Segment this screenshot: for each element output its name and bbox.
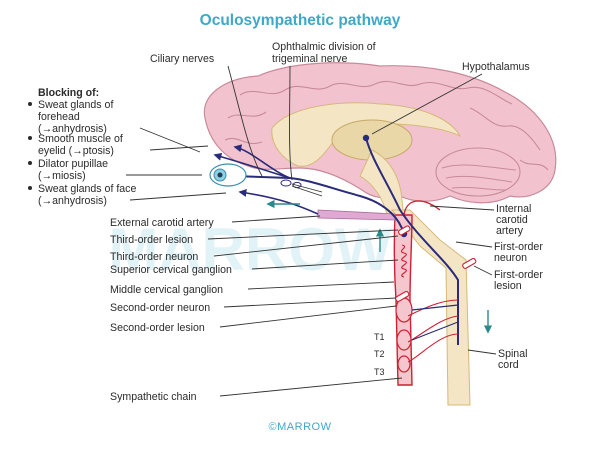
segment-t2: T2: [374, 349, 385, 359]
blocking-item-forehead-line1: Sweat glands of: [38, 99, 113, 111]
blocking-heading: Blocking of:: [38, 87, 99, 99]
label-hypothalamus: Hypothalamus: [462, 61, 530, 73]
segment-t3: T3: [374, 367, 385, 377]
label-third-order-lesion: Third-order lesion: [110, 234, 193, 246]
spinal-cord: [390, 209, 471, 406]
blocking-item-eyelid-line2: eyelid (→ptosis): [38, 145, 114, 157]
label-ophthalmic-line2: trigeminal nerve: [272, 53, 347, 65]
background-watermark: MARROW: [108, 216, 392, 283]
label-second-order-lesion: Second-order lesion: [110, 322, 205, 334]
carotid-artery: [393, 200, 441, 386]
page-title: Oculosympathetic pathway: [200, 12, 401, 29]
label-external-carotid: External carotid artery: [110, 217, 214, 229]
label-first-order-lesion-line1: First-order: [494, 269, 543, 281]
blocking-item-face-line1: Sweat glands of face: [38, 183, 136, 195]
blocking-list: Blocking of: Sweat glands of forehead (→…: [28, 87, 227, 207]
label-spinal-cord-line2: cord: [498, 359, 519, 371]
blocking-item-eyelid-line1: Smooth muscle of: [38, 133, 123, 145]
label-sympathetic-chain: Sympathetic chain: [110, 391, 197, 403]
cerebellum: [435, 147, 521, 197]
label-first-order-neuron-line1: First-order: [494, 241, 543, 253]
blocking-item-forehead-line3: (→anhydrosis): [38, 123, 107, 135]
label-internal-carotid-line1: Internal: [496, 203, 531, 215]
label-spinal-cord-line1: Spinal: [498, 348, 527, 360]
label-first-order-neuron-line2: neuron: [494, 252, 527, 264]
bullet-icon: [28, 161, 32, 165]
label-middle-cervical-ganglion: Middle cervical ganglion: [110, 284, 223, 296]
brain: [203, 62, 557, 219]
label-third-order-neuron: Third-order neuron: [110, 251, 198, 263]
label-first-order-lesion-line2: lesion: [494, 280, 522, 292]
label-internal-carotid-line2: carotid: [496, 214, 528, 226]
bullet-icon: [28, 136, 32, 140]
blocking-item-forehead-line2: forehead: [38, 111, 80, 123]
direction-arrows: [266, 199, 493, 334]
copyright-marrow: ©MARROW: [269, 421, 332, 433]
label-ciliary-nerves: Ciliary nerves: [150, 53, 214, 65]
blocking-item-face-line2: (→anhydrosis): [38, 195, 107, 207]
blocking-item-pupil-line1: Dilator pupillae: [38, 158, 108, 170]
segment-t1: T1: [374, 332, 385, 342]
label-internal-carotid-line3: artery: [496, 225, 524, 237]
bullet-icon: [28, 102, 32, 106]
blocking-item-pupil-line2: (→miosis): [38, 170, 86, 182]
bullet-icon: [28, 186, 32, 190]
label-superior-cervical-ganglion: Superior cervical ganglion: [110, 264, 232, 276]
lesion-markers: [395, 225, 477, 302]
eye: [209, 163, 323, 197]
label-second-order-neuron: Second-order neuron: [110, 302, 210, 314]
label-ophthalmic-line1: Ophthalmic division of: [272, 41, 376, 53]
external-carotid-artery: [317, 209, 396, 221]
